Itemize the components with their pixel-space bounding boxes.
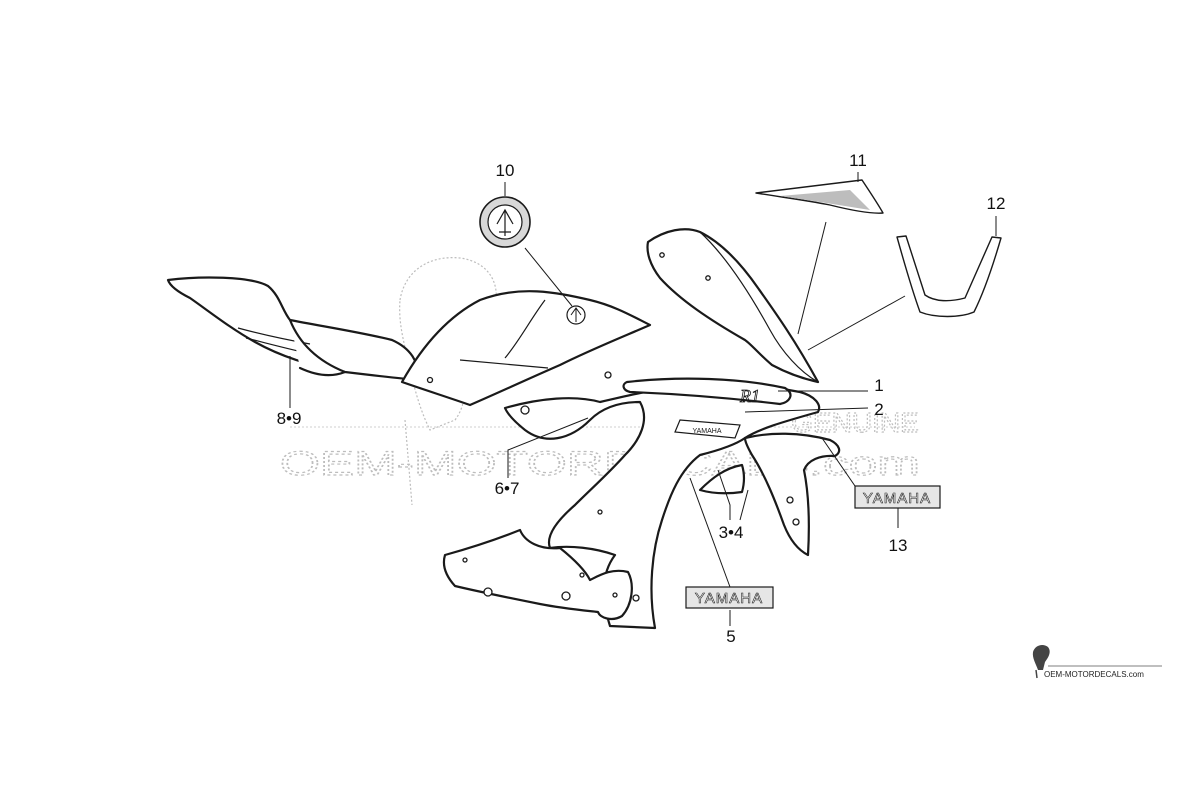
corner-mascot-icon xyxy=(1032,644,1050,670)
watermark: OEM-MOTORDECALS.com GENUINE xyxy=(279,257,921,506)
upper-fairing-part xyxy=(646,228,820,384)
lower-cowl-part xyxy=(442,528,640,621)
decal-12-part xyxy=(896,235,1002,318)
callout-2: 2 xyxy=(874,400,883,419)
callout-1: 1 xyxy=(874,376,883,395)
tank-cover-part xyxy=(400,290,652,407)
callout-13: 13 xyxy=(889,536,908,555)
badge-5-text: YAMAHA xyxy=(695,590,763,607)
callout-11: 11 xyxy=(849,151,867,170)
seat-cowl-part xyxy=(166,276,420,382)
side-logo-text: YAMAHA xyxy=(692,428,721,435)
callout-6-7: 6•7 xyxy=(495,479,520,498)
yamaha-badge-13: YAMAHA xyxy=(854,485,941,509)
badge-13-text: YAMAHA xyxy=(863,490,931,507)
yamaha-badge-5: YAMAHA xyxy=(685,586,774,609)
corner-watermark-text: OEM-MOTORDECALS.com xyxy=(1044,670,1144,679)
decal-11-part xyxy=(755,179,884,214)
leader-lines xyxy=(289,172,997,626)
callout-10: 10 xyxy=(496,161,515,180)
callout-3-4: 3•4 xyxy=(719,523,744,542)
corner-watermark: OEM-MOTORDECALS.com xyxy=(1032,644,1162,679)
model-mark-text: R1 xyxy=(739,386,760,406)
callout-8-9: 8•9 xyxy=(277,409,302,428)
callout-labels: 10 11 12 1 2 8•9 6•7 3•4 13 5 xyxy=(277,151,1006,646)
callout-5: 5 xyxy=(726,627,735,646)
inner-panel-part xyxy=(698,432,841,557)
side-fairing-part: R1 YAMAHA xyxy=(503,371,821,630)
callout-12: 12 xyxy=(987,194,1006,213)
emblem-part xyxy=(479,196,531,248)
